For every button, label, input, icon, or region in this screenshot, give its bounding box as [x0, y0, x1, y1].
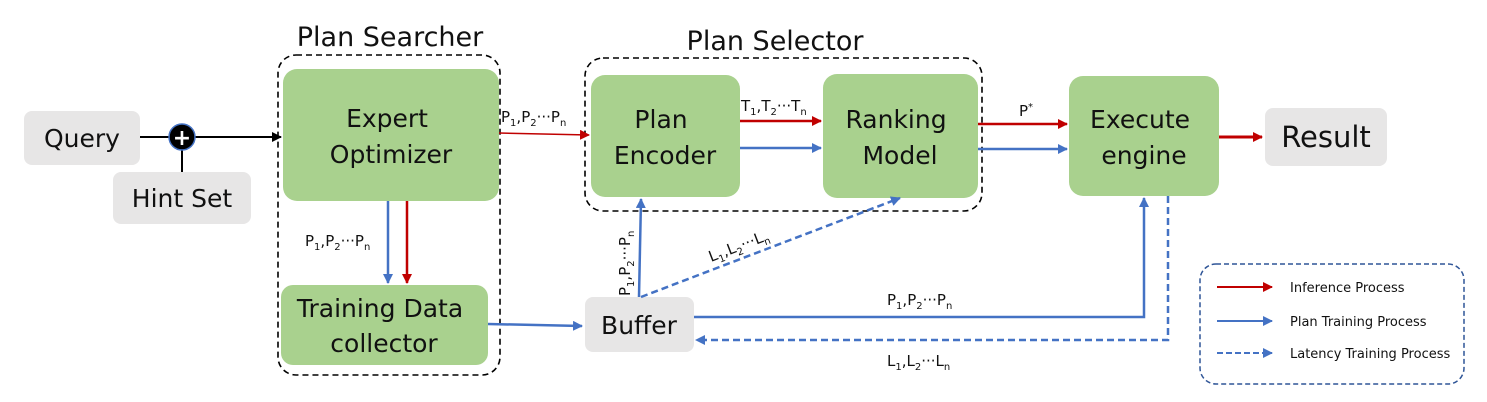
ranking-model-label: Ranking Model [845, 105, 954, 170]
plan-encoder-node [591, 75, 740, 197]
query-node [24, 111, 140, 165]
buffer-label: Buffer [601, 311, 678, 340]
plan-selector-title: Plan Selector [687, 26, 865, 57]
expert-optimizer-node [283, 69, 499, 201]
legend-box [1199, 263, 1465, 385]
buffer-to-execute-edge [694, 197, 1149, 319]
legend-latency-training-label: Latency Training Process [1290, 347, 1450, 362]
buffer-to-ranking-label: L1,L2···Ln [706, 226, 773, 268]
hint-set-label: Hint Set [132, 184, 233, 213]
hint-set-node [113, 172, 251, 224]
plan-encoder-label: Plan Encoder [614, 105, 717, 170]
encoder-to-ranking-label: T1,T2···Tn [740, 97, 807, 118]
legend-inference-label: Inference Process [1290, 281, 1405, 296]
expert-to-encoder-label: P1,P2···Pn [501, 108, 566, 129]
execute-to-buffer-label: L1,L2···Ln [887, 352, 950, 373]
training-collector-node [281, 285, 488, 365]
result-label: Result [1281, 120, 1371, 154]
result-node [1265, 108, 1387, 166]
collector-to-buffer-edge [487, 320, 583, 331]
legend-plan-training-label: Plan Training Process [1290, 315, 1427, 330]
plus-symbol: + [173, 126, 191, 151]
plan-searcher-title: Plan Searcher [297, 22, 484, 53]
buffer-to-encoder-label: P1,P2···Pn [616, 231, 637, 296]
execute-engine-node [1069, 76, 1219, 196]
query-label: Query [44, 124, 120, 153]
expert-to-collector-label: P1,P2···Pn [305, 232, 370, 253]
plus-junction-icon [168, 123, 196, 151]
expert-optimizer-label: Expert Optimizer [330, 104, 453, 169]
buffer-to-ranking-edge [640, 196, 901, 299]
plan-searcher-group [277, 54, 501, 376]
buffer-to-execute-label: P1,P2···Pn [887, 291, 952, 312]
expert-to-encoder-edge [498, 129, 590, 140]
ranking-to-execute-label: P* [1019, 102, 1033, 120]
execute-engine-label: Execute engine [1090, 105, 1198, 170]
training-collector-label: Training Data collector [296, 294, 471, 358]
ranking-model-node [823, 74, 978, 198]
buffer-node [585, 297, 694, 352]
buffer-to-encoder-edge [635, 198, 646, 298]
execute-to-buffer-edge [695, 196, 1170, 345]
